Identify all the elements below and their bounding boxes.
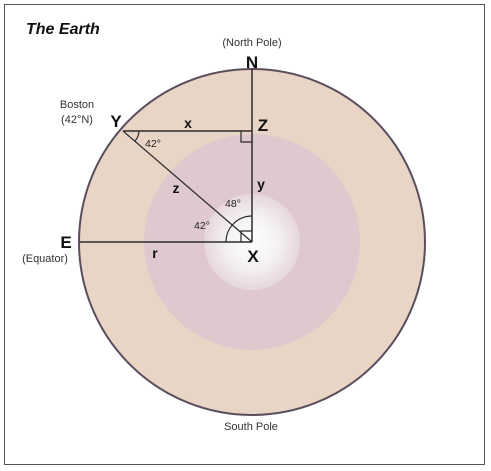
- equator-label: (Equator): [22, 253, 68, 265]
- angle-center-lower-label: 42°: [194, 220, 210, 232]
- segment-y-label: y: [257, 176, 265, 192]
- point-z-label: Z: [258, 116, 268, 135]
- boston-label: Boston: [60, 99, 94, 111]
- angle-arc-center: [225, 215, 253, 243]
- segment-z-line: [122, 130, 253, 243]
- segment-x-label: x: [184, 115, 192, 131]
- south-pole-label: South Pole: [224, 421, 278, 433]
- point-n-label: N: [246, 53, 258, 72]
- segment-r-label: r: [152, 245, 158, 261]
- right-angle-marker-x: [240, 230, 252, 242]
- point-x-label: X: [247, 247, 259, 266]
- angle-center-upper-label: 48°: [225, 198, 241, 210]
- angle-y-label: 42°: [145, 138, 161, 150]
- boston-latitude-label: (42°N): [61, 114, 93, 126]
- right-angle-marker-z: [240, 131, 252, 143]
- segment-z-label: z: [173, 180, 180, 196]
- point-y-label: Y: [110, 112, 122, 131]
- north-pole-label: (North Pole): [222, 37, 281, 49]
- angle-arc-y: [134, 130, 140, 142]
- point-e-label: E: [60, 233, 71, 252]
- diagram-title: The Earth: [26, 21, 100, 38]
